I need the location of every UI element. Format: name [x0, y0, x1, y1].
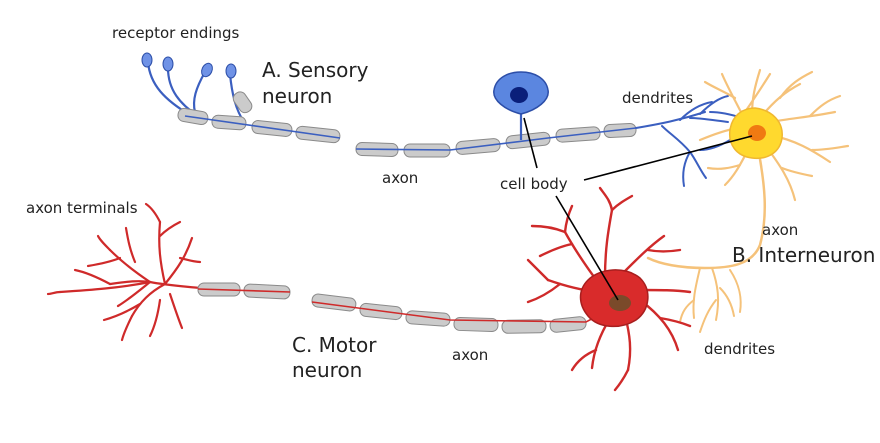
interneuron — [646, 68, 850, 333]
sensory-nucleus — [510, 87, 528, 103]
label-axon-terminals: axon terminals — [26, 199, 138, 217]
sensory-neuron — [141, 52, 743, 187]
interneuron-axon — [646, 146, 767, 270]
label-axon-interneuron: axon — [762, 221, 798, 239]
label-axon-motor: axon — [452, 346, 488, 364]
label-motor-neuron-line1: C. Motor — [292, 333, 377, 357]
label-axon-sensory: axon — [382, 169, 418, 187]
interneuron-nucleus — [748, 125, 766, 141]
label-cell-body: cell body — [500, 175, 568, 193]
label-receptor-endings: receptor endings — [112, 24, 240, 42]
motor-neuron — [46, 186, 692, 392]
sensory-dendrites — [635, 95, 743, 187]
cell-body-leader-lines — [523, 117, 753, 301]
label-dendrites-top: dendrites — [622, 89, 693, 107]
label-motor-neuron-line2: neuron — [292, 358, 362, 382]
label-sensory-neuron-line2: neuron — [262, 84, 332, 108]
receptor-bulbs — [141, 52, 237, 79]
motor-nucleus — [609, 295, 631, 311]
motor-axon-terminals — [46, 202, 202, 342]
sensory-axon-core — [184, 115, 637, 151]
label-interneuron: B. Interneuron — [732, 243, 875, 267]
interneuron-axon-terminals — [679, 267, 742, 333]
sensory-axon-myelin — [177, 91, 637, 158]
label-dendrites-bottom: dendrites — [704, 340, 775, 358]
label-sensory-neuron-line1: A. Sensory — [262, 58, 369, 82]
